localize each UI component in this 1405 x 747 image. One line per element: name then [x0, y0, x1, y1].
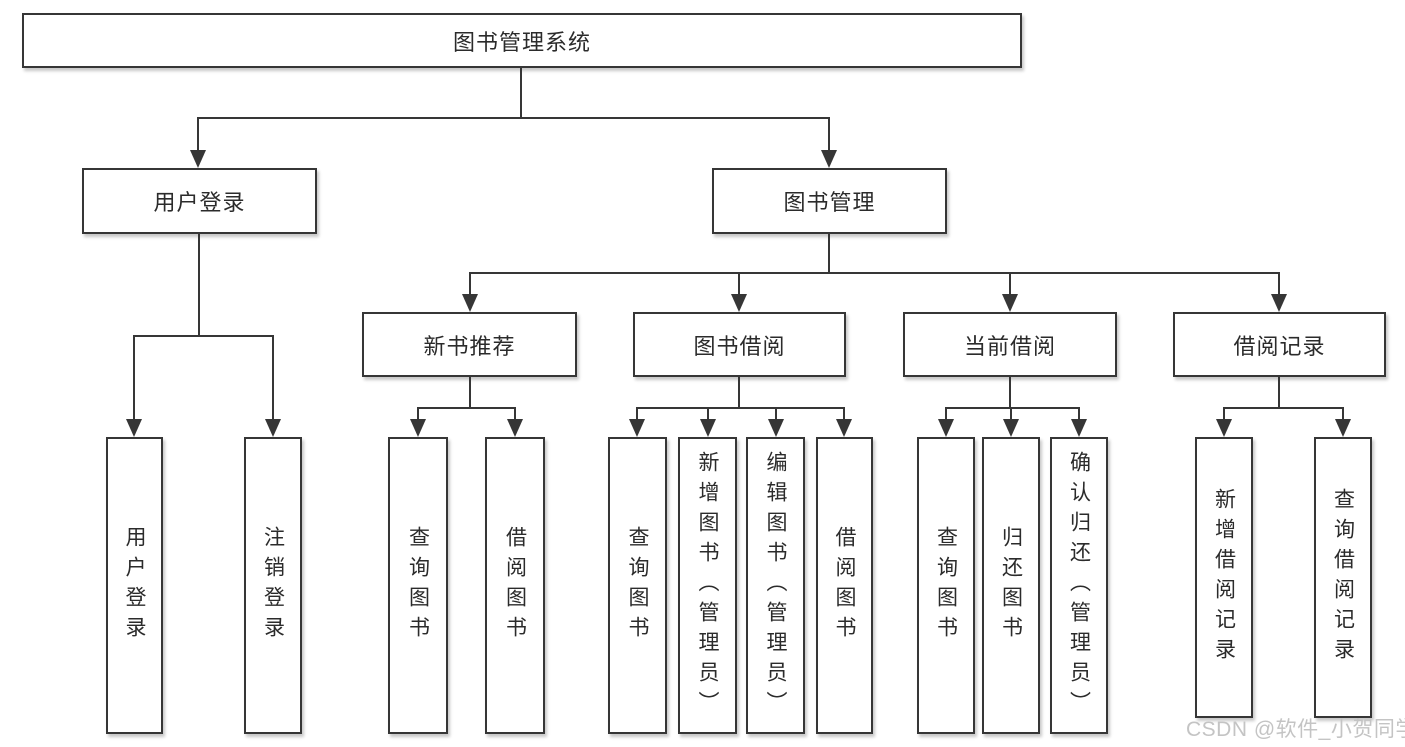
- node-book-borrowing: 图书借阅: [633, 312, 846, 377]
- arrowhead-branchD-leaf1: [1216, 419, 1232, 437]
- connector-mgmt-drop: [828, 234, 830, 273]
- node-book-borrowing-label: 图书借阅: [693, 333, 786, 359]
- arrowhead-branchB-leaf3: [768, 419, 784, 437]
- connector-branchC-leaf1-drop: [945, 407, 947, 421]
- node-leaf-query-borrow-record: 查询借阅记录: [1314, 437, 1372, 718]
- node-leaf-add-borrow-record: 新增借阅记录: [1195, 437, 1253, 718]
- connector-user-login-drop: [197, 117, 199, 152]
- connector-user-branch-drop: [198, 234, 200, 336]
- arrowhead-records: [1271, 294, 1287, 312]
- node-leaf-add-books-admin-label: 新增图书（管理员）: [696, 450, 719, 721]
- connector-branchC-rail: [946, 407, 1079, 409]
- connector-branchC-leaf2-drop: [1010, 407, 1012, 421]
- node-leaf-query-borrow-record-label: 查询借阅记录: [1331, 487, 1355, 668]
- node-leaf-query-books-b: 查询图书: [608, 437, 667, 734]
- arrowhead-current: [1002, 294, 1018, 312]
- node-new-book-recommend: 新书推荐: [362, 312, 577, 377]
- arrowhead-branchC-leaf1: [938, 419, 954, 437]
- node-leaf-query-books-a: 查询图书: [388, 437, 448, 734]
- node-borrowing-records: 借阅记录: [1173, 312, 1386, 377]
- node-leaf-borrow-books-a-label: 借阅图书: [503, 525, 527, 646]
- node-leaf-query-books-c: 查询图书: [917, 437, 975, 734]
- arrowhead-branchB-leaf1: [629, 419, 645, 437]
- arrowhead-branchC-leaf3: [1071, 419, 1087, 437]
- connector-root-drop: [520, 68, 522, 119]
- arrowhead-book-mgmt: [821, 150, 837, 168]
- connector-branchD-leaf1-drop: [1223, 407, 1225, 421]
- node-leaf-logout: 注销登录: [244, 437, 302, 734]
- connector-branchD-leaf2-drop: [1342, 407, 1344, 421]
- node-borrowing-records-label: 借阅记录: [1233, 333, 1326, 359]
- connector-newbook-drop: [469, 272, 471, 296]
- node-root: 图书管理系统: [22, 13, 1022, 68]
- arrowhead-branchC-leaf2: [1003, 419, 1019, 437]
- connector-logout-leaf-drop: [272, 335, 274, 421]
- connector-level3-rail: [470, 272, 1280, 274]
- node-leaf-query-books-a-label: 查询图书: [406, 525, 430, 646]
- connector-book-mgmt-drop: [828, 117, 830, 152]
- connector-branchB-drop: [738, 377, 740, 408]
- node-new-book-recommend-label: 新书推荐: [423, 333, 516, 359]
- node-leaf-logout-label: 注销登录: [261, 525, 285, 646]
- node-leaf-borrow-books-b: 借阅图书: [816, 437, 873, 734]
- connector-branchB-rail: [637, 407, 845, 409]
- arrowhead-branchD-leaf2: [1335, 419, 1351, 437]
- node-current-borrowing: 当前借阅: [903, 312, 1117, 377]
- connector-login-leaf-drop: [133, 335, 135, 421]
- node-leaf-return-books: 归还图书: [982, 437, 1040, 734]
- arrowhead-branchA-leaf2: [507, 419, 523, 437]
- node-leaf-add-books-admin: 新增图书（管理员）: [678, 437, 737, 734]
- connector-branchA-rail: [418, 407, 515, 409]
- arrowhead-branchB-leaf2: [700, 419, 716, 437]
- node-leaf-query-books-c-label: 查询图书: [934, 525, 958, 646]
- node-leaf-confirm-return-admin: 确认归还（管理员）: [1050, 437, 1108, 734]
- arrowhead-branchB-leaf4: [836, 419, 852, 437]
- connector-branchD-rail: [1224, 407, 1343, 409]
- arrowhead-user-login: [190, 150, 206, 168]
- node-leaf-edit-books-admin-label: 编辑图书（管理员）: [764, 450, 787, 721]
- node-leaf-return-books-label: 归还图书: [999, 525, 1023, 646]
- node-leaf-add-borrow-record-label: 新增借阅记录: [1212, 487, 1236, 668]
- connector-records-drop: [1278, 272, 1280, 296]
- node-leaf-user-login-label: 用户登录: [123, 525, 146, 646]
- arrowhead-login-leaf: [126, 419, 142, 437]
- node-leaf-confirm-return-admin-label: 确认归还（管理员）: [1067, 450, 1091, 721]
- node-book-management-label: 图书管理: [783, 190, 876, 215]
- connector-branchB-leaf3-drop: [775, 407, 777, 421]
- arrowhead-newbook: [462, 294, 478, 312]
- arrowhead-borrowing: [731, 294, 747, 312]
- connector-branchB-leaf4-drop: [843, 407, 845, 421]
- connector-branchA-drop: [469, 377, 471, 408]
- connector-branchC-drop: [1009, 377, 1011, 408]
- csdn-watermark: CSDN @软件_小贺同学: [1186, 718, 1405, 741]
- node-user-login-group: 用户登录: [82, 168, 317, 234]
- arrowhead-branchA-leaf1: [410, 419, 426, 437]
- node-user-login-group-label: 用户登录: [153, 190, 246, 215]
- connector-branchA-leaf2-drop: [514, 407, 516, 421]
- node-leaf-edit-books-admin: 编辑图书（管理员）: [746, 437, 805, 734]
- connector-borrowing-drop: [738, 272, 740, 296]
- connector-branchB-leaf2-drop: [707, 407, 709, 421]
- connector-branchD-drop: [1278, 377, 1280, 408]
- node-leaf-query-books-b-label: 查询图书: [626, 525, 649, 646]
- connector-branchA-leaf1-drop: [417, 407, 419, 421]
- node-current-borrowing-label: 当前借阅: [963, 333, 1056, 359]
- node-leaf-borrow-books-b-label: 借阅图书: [833, 525, 856, 646]
- node-leaf-borrow-books-a: 借阅图书: [485, 437, 545, 734]
- connector-level2-rail: [198, 117, 830, 119]
- node-book-management: 图书管理: [712, 168, 947, 234]
- connector-branchC-leaf3-drop: [1078, 407, 1080, 421]
- arrowhead-logout-leaf: [265, 419, 281, 437]
- connector-user-branch-rail: [134, 335, 274, 337]
- node-leaf-user-login: 用户登录: [106, 437, 163, 734]
- connector-current-drop: [1009, 272, 1011, 296]
- connector-branchB-leaf1-drop: [636, 407, 638, 421]
- node-root-label: 图书管理系统: [452, 29, 591, 55]
